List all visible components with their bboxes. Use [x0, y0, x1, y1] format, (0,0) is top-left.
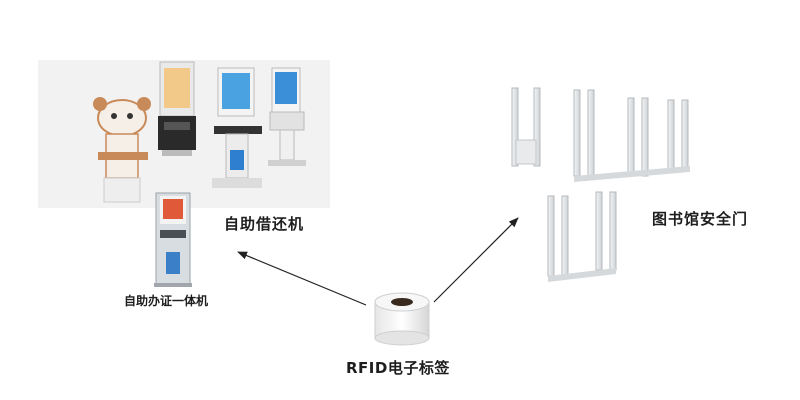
- arrow-to-gate: [433, 217, 519, 303]
- id-card-kiosk-illustration: [154, 192, 192, 287]
- standing-kiosk-illustration: [158, 61, 196, 156]
- id-card-kiosk-label: 自助办证一体机: [124, 294, 209, 308]
- library-security-gate-label: 图书馆安全门: [652, 210, 749, 228]
- slim-kiosk-illustration: [268, 67, 306, 166]
- rfid-roll-illustration: [374, 292, 430, 346]
- mascot-kiosk-illustration: [93, 97, 151, 203]
- arrow-to-kiosk: [237, 251, 367, 306]
- security-gates-bottom-illustration: [547, 191, 617, 282]
- self-service-kiosk-label: 自助借还机: [224, 215, 305, 233]
- desk-kiosk-illustration: [212, 67, 262, 188]
- rfid-tag-label: RFID电子标签: [346, 359, 450, 377]
- security-gates-top-illustration: [511, 87, 690, 182]
- kiosk-product-group: [38, 60, 330, 208]
